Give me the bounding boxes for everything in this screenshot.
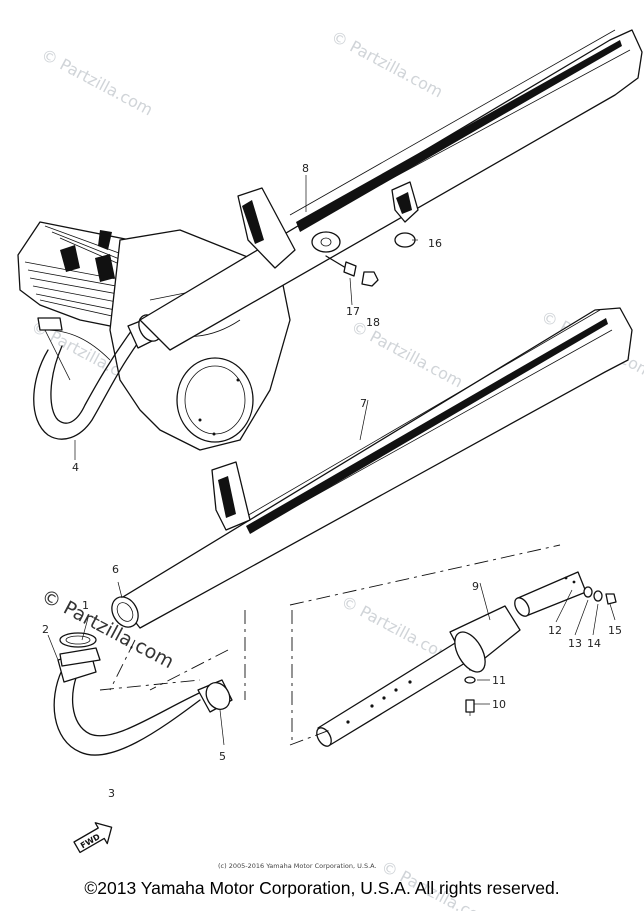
watermark: © Partzilla.com: [38, 45, 156, 120]
callout-5: 5: [219, 750, 226, 763]
callout-18: 18: [366, 316, 380, 329]
leader-lines: [47, 175, 616, 746]
callout-16: 16: [428, 237, 442, 250]
callout-8: 8: [302, 162, 309, 175]
callout-4: 4: [72, 461, 79, 474]
callout-3: 3: [108, 787, 115, 800]
callout-11: 11: [492, 674, 506, 687]
callout-7: 7: [360, 397, 367, 410]
callout-14: 14: [587, 637, 601, 650]
silencer-baffle: [316, 571, 617, 747]
callout-12: 12: [548, 624, 562, 637]
watermark: © Partzilla.com: [328, 27, 446, 102]
muffler-lower: [111, 307, 633, 629]
callout-9: 9: [472, 580, 479, 593]
callout-6: 6: [112, 563, 119, 576]
forward-arrow-icon: FWD: [73, 822, 113, 854]
footer-copyright: ©2013 Yamaha Motor Corporation, U.S.A. A…: [84, 878, 560, 898]
diagram-copyright: (c) 2005-2016 Yamaha Motor Corporation, …: [218, 862, 377, 870]
callout-1: 1: [82, 599, 89, 612]
exhaust-pipe-lower: [53, 632, 233, 756]
callout-13: 13: [568, 637, 582, 650]
callout-15: 15: [608, 624, 622, 637]
assembly-lines: [99, 544, 561, 746]
callout-2: 2: [42, 623, 49, 636]
muffler-upper: [139, 29, 643, 351]
callout-10: 10: [492, 698, 506, 711]
callout-17: 17: [346, 305, 360, 318]
callout-labels: 1 2 3 4 5 6 7 8 9 10 11 12 13 14 15 16 1…: [42, 162, 622, 800]
